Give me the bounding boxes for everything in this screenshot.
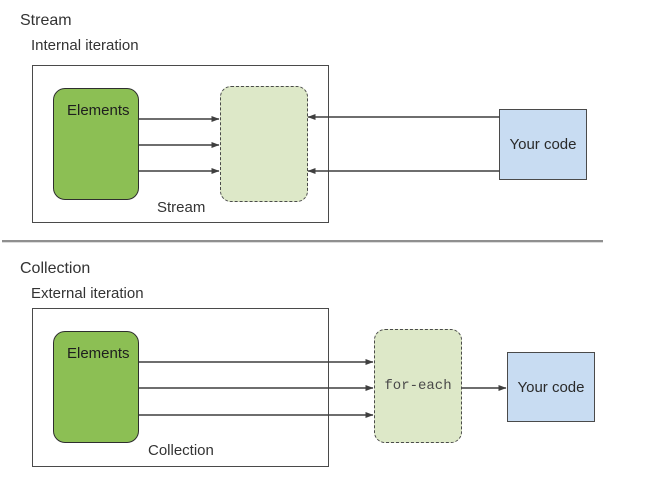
stream-your-code-box: Your code (499, 109, 587, 180)
stream-elements-label: Elements (67, 102, 130, 119)
stream-pipeline-box (220, 86, 308, 202)
stream-container-label: Stream (157, 199, 206, 216)
collection-your-code-label: Your code (517, 378, 585, 396)
collection-container-label: Collection (148, 442, 214, 459)
collection-elements-label: Elements (67, 345, 130, 362)
collection-your-code-box: Your code (507, 352, 595, 422)
section-divider (2, 240, 603, 243)
stream-your-code-label: Your code (509, 136, 577, 153)
stream-section-subtitle: Internal iteration (31, 37, 139, 54)
collection-section-subtitle: External iteration (31, 285, 144, 302)
collection-elements-box: Elements (53, 331, 139, 443)
collection-section-title: Collection (20, 260, 91, 277)
foreach-label: for-each (384, 378, 452, 394)
stream-elements-box: Elements (53, 88, 139, 200)
stream-section-title: Stream (20, 12, 72, 29)
foreach-box: for-each (374, 329, 462, 443)
